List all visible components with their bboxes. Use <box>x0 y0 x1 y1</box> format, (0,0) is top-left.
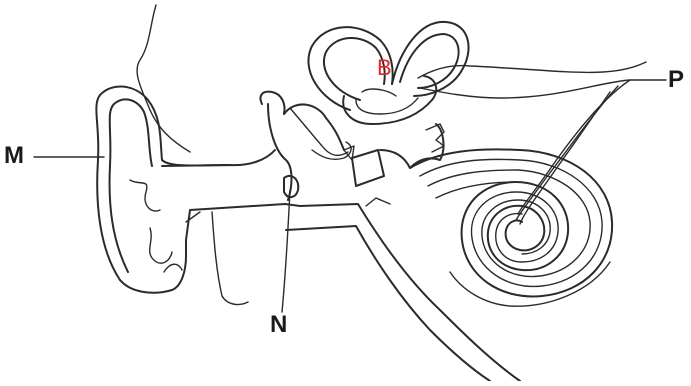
label-b: B <box>377 57 392 79</box>
ear-canal <box>162 150 300 304</box>
middle-ear-ossicles <box>260 92 354 200</box>
outer-ear <box>96 86 230 292</box>
head-outline <box>137 5 190 152</box>
leader-p-upper <box>420 80 666 98</box>
label-m: M <box>4 144 24 168</box>
label-n: N <box>270 313 287 337</box>
leader-p-cochlea-3 <box>520 92 610 224</box>
vestibule-and-tube <box>286 124 520 381</box>
cochlea <box>410 149 612 306</box>
leader-n <box>282 190 290 312</box>
label-p: P <box>668 68 684 92</box>
